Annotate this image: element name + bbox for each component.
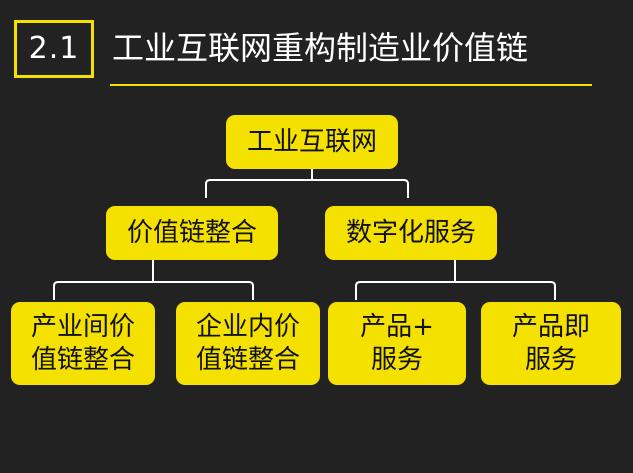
- section-number-box: 2.1: [14, 20, 94, 78]
- section-number: 2.1: [28, 31, 80, 66]
- title-underline: [110, 84, 592, 86]
- node-product-plus-service: 产品+ 服务: [328, 302, 466, 385]
- connector-value-chain-to-children: [53, 260, 254, 300]
- connector-root-to-level1: [205, 169, 409, 198]
- node-value-chain-integration: 价值链整合: [106, 206, 278, 260]
- node-intra-enterprise-integration: 企业内价 值链整合: [176, 302, 320, 385]
- slide-title: 工业互联网重构制造业价值链: [112, 29, 529, 67]
- connector-digital-service-to-children: [355, 260, 556, 300]
- node-inter-industry-integration: 产业间价 值链整合: [11, 302, 155, 385]
- node-product-as-service: 产品即 服务: [481, 302, 621, 385]
- node-digital-service: 数字化服务: [325, 206, 497, 260]
- node-industrial-internet: 工业互联网: [226, 115, 398, 169]
